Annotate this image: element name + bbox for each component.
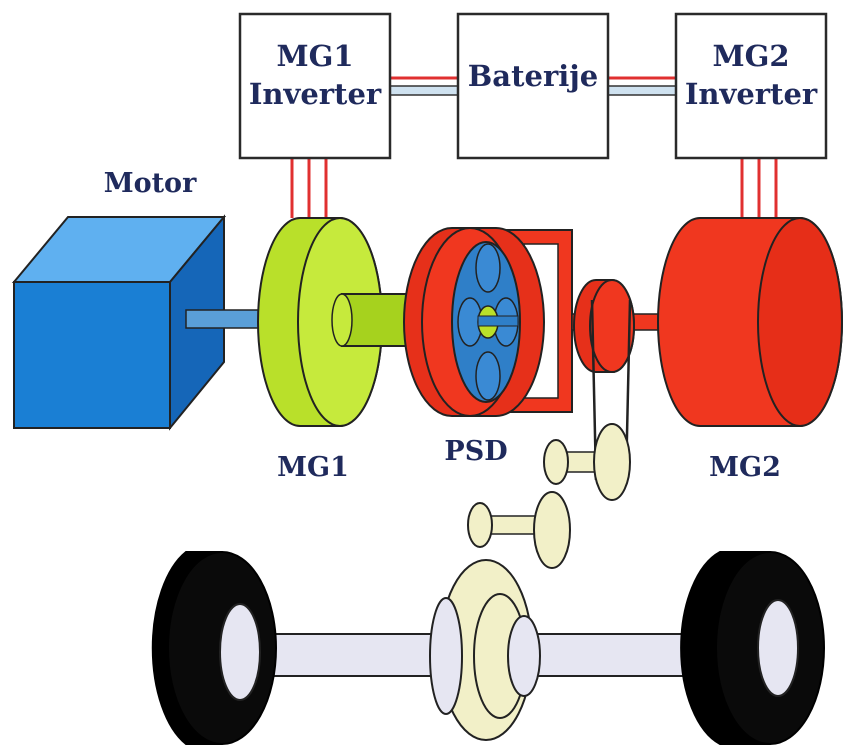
- counter-gear-upper: [543, 423, 631, 501]
- engine-shaft: [185, 309, 267, 329]
- left-wheel: [151, 551, 277, 745]
- mg2-inverter-label-line2: Inverter: [685, 77, 818, 111]
- mg1-inverter-label-line1: MG1: [276, 39, 353, 73]
- engine-label: Motor: [104, 168, 197, 199]
- mg2-reduction-gear: [571, 279, 659, 373]
- mg1-inverter-label-line2: Inverter: [249, 77, 382, 111]
- differential: [429, 559, 541, 741]
- mg1-label: MG1: [277, 452, 349, 483]
- mg2-inverter-label-line1: MG2: [712, 39, 789, 73]
- right-wheel: [680, 551, 825, 745]
- mg2-motor: [657, 217, 843, 427]
- psd-label: PSD: [444, 436, 507, 467]
- mg1-inverter-box: MG1 Inverter: [238, 12, 392, 160]
- psd-planetary-gear: [403, 227, 573, 417]
- mg2-label: MG2: [709, 452, 781, 483]
- battery-label: Baterije: [468, 59, 598, 93]
- counter-gear-lower: [467, 491, 571, 569]
- battery-box: Baterije: [456, 12, 610, 160]
- mg2-inverter-box: MG2 Inverter: [674, 12, 828, 160]
